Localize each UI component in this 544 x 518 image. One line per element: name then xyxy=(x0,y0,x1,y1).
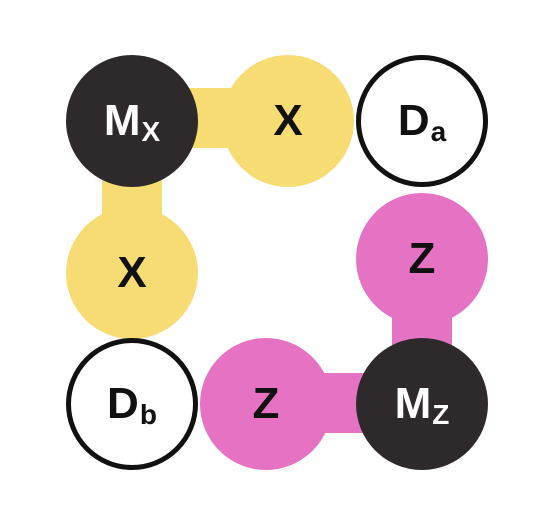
z-check-node-bottom: Z xyxy=(200,338,332,470)
z-check-label: Z xyxy=(252,379,280,428)
data-subscript: b xyxy=(139,399,157,430)
measure-subscript: Z xyxy=(432,399,450,430)
x-check-label: X xyxy=(273,96,303,145)
x-check-node-left: X xyxy=(66,207,198,339)
data-label: D xyxy=(107,379,139,428)
z-check-node-right: Z xyxy=(356,193,488,325)
x-check-label: X xyxy=(117,248,147,297)
measure-label: M xyxy=(103,96,141,145)
z-check-label: Z xyxy=(408,234,436,283)
measure-label: M xyxy=(394,379,432,428)
data-label: D xyxy=(397,96,430,145)
measure-subscript: X xyxy=(141,116,161,147)
x-check-node-top: X xyxy=(222,55,354,187)
data-subscript: a xyxy=(430,116,447,147)
